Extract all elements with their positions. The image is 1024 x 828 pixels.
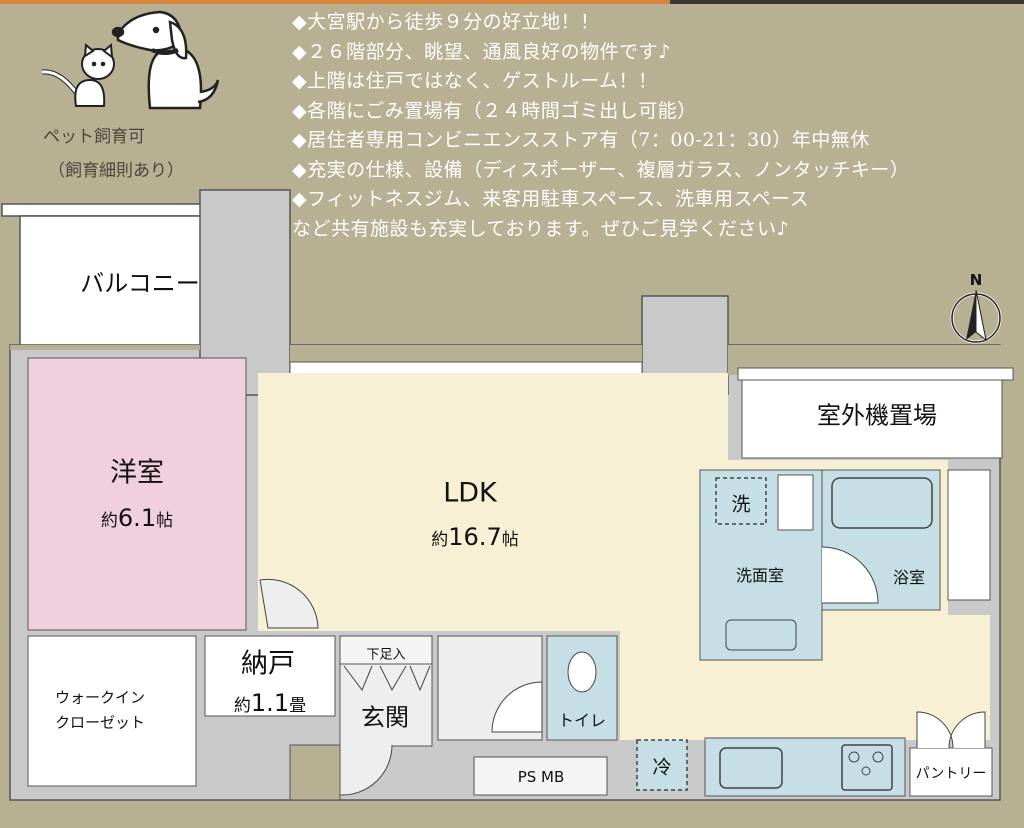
- feature-line: ◆大宮駅から徒歩９分の好立地！！: [292, 11, 600, 33]
- bathroom-label: 浴室: [892, 568, 926, 587]
- ps-mb-label: PS MB: [517, 768, 565, 786]
- feature-line: ◆充実の仕様、設備（ディスポーザー、複層ガラス、ノンタッチキー）: [292, 158, 910, 181]
- cat-icon: [41, 42, 115, 107]
- features-list: ◆大宮駅から徒歩９分の好立地！！ ◆２６階部分、眺望、通風良好の物件です♪ ◆上…: [292, 8, 909, 244]
- feature-line: ◆上階は住戸ではなく、ゲストルーム！！: [292, 70, 658, 92]
- feature-line: ◆フィットネスジム、来客用駐車スペース、洗車用スペース: [292, 188, 810, 210]
- toilet-icon: [567, 651, 597, 693]
- feature-line: ◆２６階部分、眺望、通風良好の物件です♪: [292, 40, 671, 63]
- ldk-room: [258, 373, 728, 631]
- ldk-label: LDK: [443, 477, 497, 509]
- bath-door: [821, 546, 879, 604]
- washer-label: 洗: [731, 493, 751, 516]
- walk-in-closet: [27, 635, 197, 787]
- feature-line: など共有施設も充実しております。ぜひご見学ください♪: [292, 217, 790, 240]
- pantry-label: パントリー: [915, 766, 987, 782]
- feature-line: ◆各階にごみ置場有（２４時間ゴミ出し可能）: [292, 99, 697, 122]
- top-bar-accent: [0, 0, 670, 4]
- outdoor-unit-label: 室外機置場: [817, 401, 937, 430]
- wic-label-2: クローゼット: [54, 713, 146, 732]
- storage-room: [204, 635, 336, 717]
- shoe-box-label: 下足入: [366, 647, 406, 663]
- sink-icon: [725, 619, 797, 651]
- washroom-label: 洗面室: [735, 566, 785, 585]
- western-room-size: 約6.1帖: [100, 504, 174, 532]
- toilet-label: トイレ: [557, 711, 607, 730]
- fridge-label: 冷: [652, 756, 672, 779]
- feature-line: ◆居住者専用コンビニエンスストア有（7：00-21：30）年中無休: [292, 129, 870, 151]
- pet-rules-label: （飼育細則あり）: [48, 161, 184, 181]
- outdoor-unit-space: [741, 379, 1003, 459]
- storage-size: 約1.1畳: [233, 689, 307, 717]
- dog-icon: [111, 10, 220, 110]
- balcony-label: バルコニー: [80, 269, 200, 298]
- storage-label: 納戸: [241, 648, 295, 680]
- compass-label: N: [969, 271, 983, 289]
- fridge-space: [636, 739, 688, 791]
- western-room: [27, 357, 247, 631]
- ldk-size: 約16.7帖: [431, 523, 519, 551]
- wic-label-1: ウォークイン: [54, 688, 146, 707]
- pantry: [909, 747, 993, 797]
- ps-mb-box: [473, 756, 608, 796]
- western-room-label: 洋室: [110, 457, 164, 489]
- bathtub-icon: [831, 477, 933, 529]
- kitchen-sink-icon: [719, 747, 783, 789]
- pet-allowed-label: ペット飼育可: [43, 127, 145, 147]
- compass-icon: [950, 289, 1002, 344]
- entrance-label: 玄関: [361, 703, 409, 732]
